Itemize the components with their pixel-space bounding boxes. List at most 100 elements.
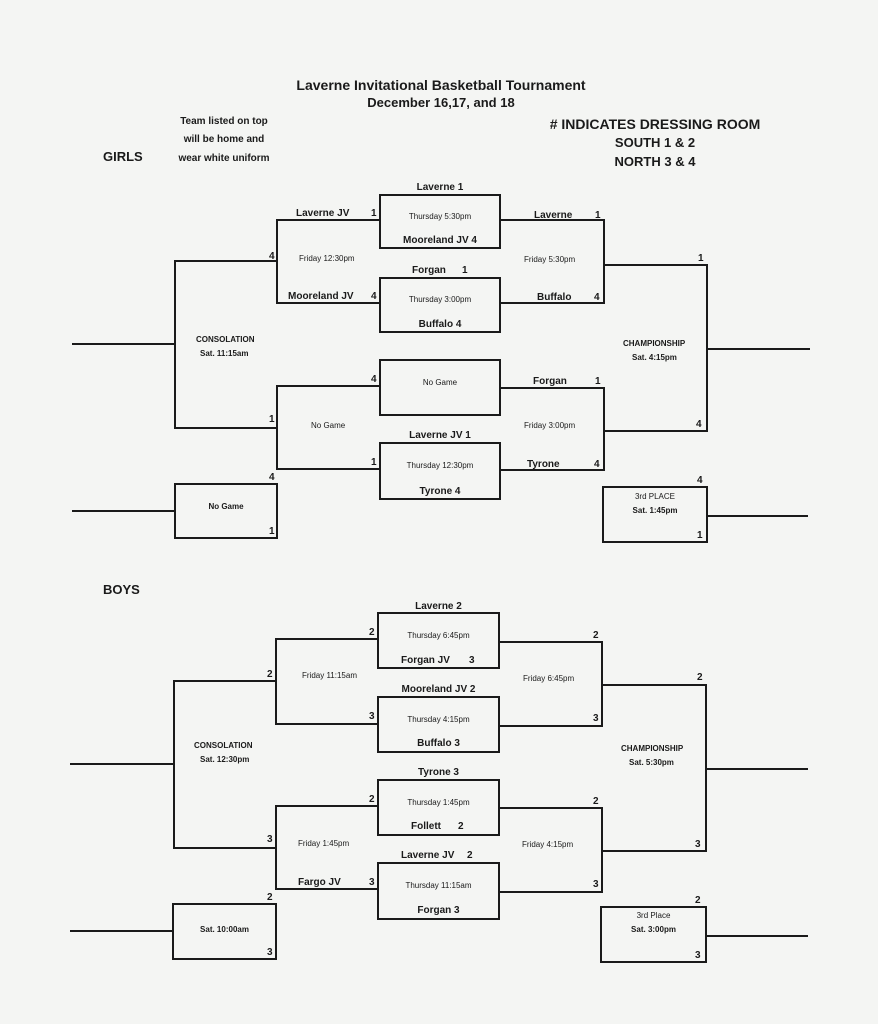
girls-g2-home: Forgan [412,265,446,276]
girls-third-time: Sat. 1:45pm [632,506,678,515]
girls-right-top-room2: 4 [594,292,600,303]
boys-right-bottom-time: Friday 4:15pm [522,840,574,849]
girls-low-left-time: No Game [208,502,244,511]
boys-left-bottom-team: Fargo JV [298,877,341,888]
boys-championship-time: Sat. 5:30pm [629,758,674,767]
boys-g3-away-room: 2 [458,821,464,832]
girls-g1-home: Laverne 1 [416,182,464,193]
boys-left-top-room-2: 3 [369,711,375,722]
boys-label: BOYS [103,582,140,597]
girls-left-bottom-time: No Game [311,421,346,430]
boys-low-left-seed-top: 2 [267,892,273,903]
boys-g2-home: Mooreland JV 2 [401,684,476,695]
girls-low-left-box [174,483,278,539]
page-title: Laverne Invitational Basketball Tourname… [296,77,586,93]
girls-g4-room: 1 [371,457,377,468]
girls-g4-away: Tyrone 4 [419,486,461,497]
boys-third-seed-top: 2 [695,895,701,906]
boys-left-top-room-1: 2 [369,627,375,638]
girls-consolation-bracket [174,260,277,429]
girls-right-bottom-team: Forgan [533,376,567,387]
boys-championship-label: CHAMPIONSHIP [621,744,684,753]
girls-consolation-seed-top: 4 [269,251,275,262]
girls-right-bottom-bracket [500,387,605,471]
boys-left-bottom-room-1: 2 [369,794,375,805]
girls-champ-seed-top: 1 [698,253,704,264]
girls-championship-label: CHAMPIONSHIP [623,339,686,348]
boys-g4-away: Forgan 3 [417,905,460,916]
girls-third-seed-bottom: 1 [697,530,703,541]
boys-g4-time: Thursday 11:15am [405,881,472,890]
boys-champ-seed-top: 2 [697,672,703,683]
boys-right-top-room-1: 2 [593,630,599,641]
boys-g1-time: Thursday 6:45pm [407,631,470,640]
girls-game-3-box [379,359,501,416]
girls-right-top-time: Friday 5:30pm [524,255,576,264]
dressing-room-south: SOUTH 1 & 2 [614,135,696,150]
girls-champ-seed-bottom: 4 [696,419,702,430]
girls-consolation-label: CONSOLATION [196,335,255,344]
girls-g3-room: 4 [371,374,377,385]
boys-right-bottom-room-1: 2 [593,796,599,807]
girls-left-bottom-team: Mooreland JV [288,291,354,302]
girls-g2-away: Buffalo 4 [418,319,462,330]
boys-right-top-room-2: 3 [593,713,599,724]
girls-third-seed-top: 4 [697,475,703,486]
dressing-room-north: NORTH 3 & 4 [614,154,696,169]
dressing-room-title: # INDICATES DRESSING ROOM [549,116,761,132]
girls-consolation-seed-bottom: 1 [269,414,275,425]
boys-g2-away: Buffalo 3 [417,738,460,749]
boys-left-bottom-time: Friday 1:45pm [298,839,350,848]
girls-consolation-time: Sat. 11:15am [200,349,249,358]
girls-left-top-room: 1 [371,208,377,219]
boys-g3-time: Thursday 1:45pm [407,798,470,807]
page-dates: December 16,17, and 18 [367,95,515,110]
girls-g4-time: Thursday 12:30pm [406,461,474,470]
girls-third-label: 3rd PLACE [634,492,676,501]
boys-game-1-box [377,612,500,669]
girls-right-top-bracket [500,219,605,304]
girls-left-top-team: Laverne JV [296,208,350,219]
boys-consolation-label: CONSOLATION [194,741,253,750]
girls-game-2-box [379,277,501,333]
home-note-line-1: Team listed on top [180,116,268,127]
boys-low-left-seed-bottom: 3 [267,947,273,958]
girls-g3-time: No Game [422,378,458,387]
girls-left-bottom-room: 4 [371,291,377,302]
girls-right-bottom-team2: Tyrone [527,459,560,470]
girls-right-top-team: Laverne [534,210,573,221]
home-note-line-2: will be home and [183,134,265,145]
girls-g4-home: Laverne JV 1 [409,430,471,441]
girls-label: GIRLS [103,149,143,164]
girls-g2-time: Thursday 3:00pm [408,295,472,304]
boys-g1-away-room: 3 [469,655,475,666]
boys-g1-away: Forgan JV [401,655,450,666]
home-note-line-3: wear white uniform [178,153,270,164]
boys-third-label: 3rd Place [636,911,671,920]
girls-low-left-seed-top: 4 [269,472,275,483]
girls-right-bottom-room: 1 [595,376,601,387]
girls-g2-home-room: 1 [462,265,468,276]
boys-consolation-seed-bottom: 3 [267,834,273,845]
girls-right-top-team2: Buffalo [537,292,572,303]
boys-g1-home: Laverne 2 [415,601,462,612]
boys-consolation-time: Sat. 12:30pm [200,755,250,764]
boys-g3-away: Follett [411,821,441,832]
girls-championship-bracket [604,264,708,432]
boys-right-bottom-room-2: 3 [593,879,599,890]
girls-right-bottom-time: Friday 3:00pm [524,421,576,430]
boys-third-seed-bottom: 3 [695,950,701,961]
girls-g1-time: Thursday 5:30pm [408,212,472,221]
girls-right-bottom-room2: 4 [594,459,600,470]
girls-g1-away: Mooreland JV 4 [403,235,477,246]
boys-champ-seed-bottom: 3 [695,839,701,850]
boys-consolation-seed-top: 2 [267,669,273,680]
girls-right-top-room: 1 [595,210,601,221]
boys-right-top-time: Friday 6:45pm [523,674,575,683]
boys-g3-home: Tyrone 3 [418,767,459,778]
boys-third-box [600,906,707,963]
boys-left-bottom-room-2: 3 [369,877,375,888]
girls-championship-time: Sat. 4:15pm [632,353,677,362]
girls-low-left-seed-bottom: 1 [269,526,275,537]
